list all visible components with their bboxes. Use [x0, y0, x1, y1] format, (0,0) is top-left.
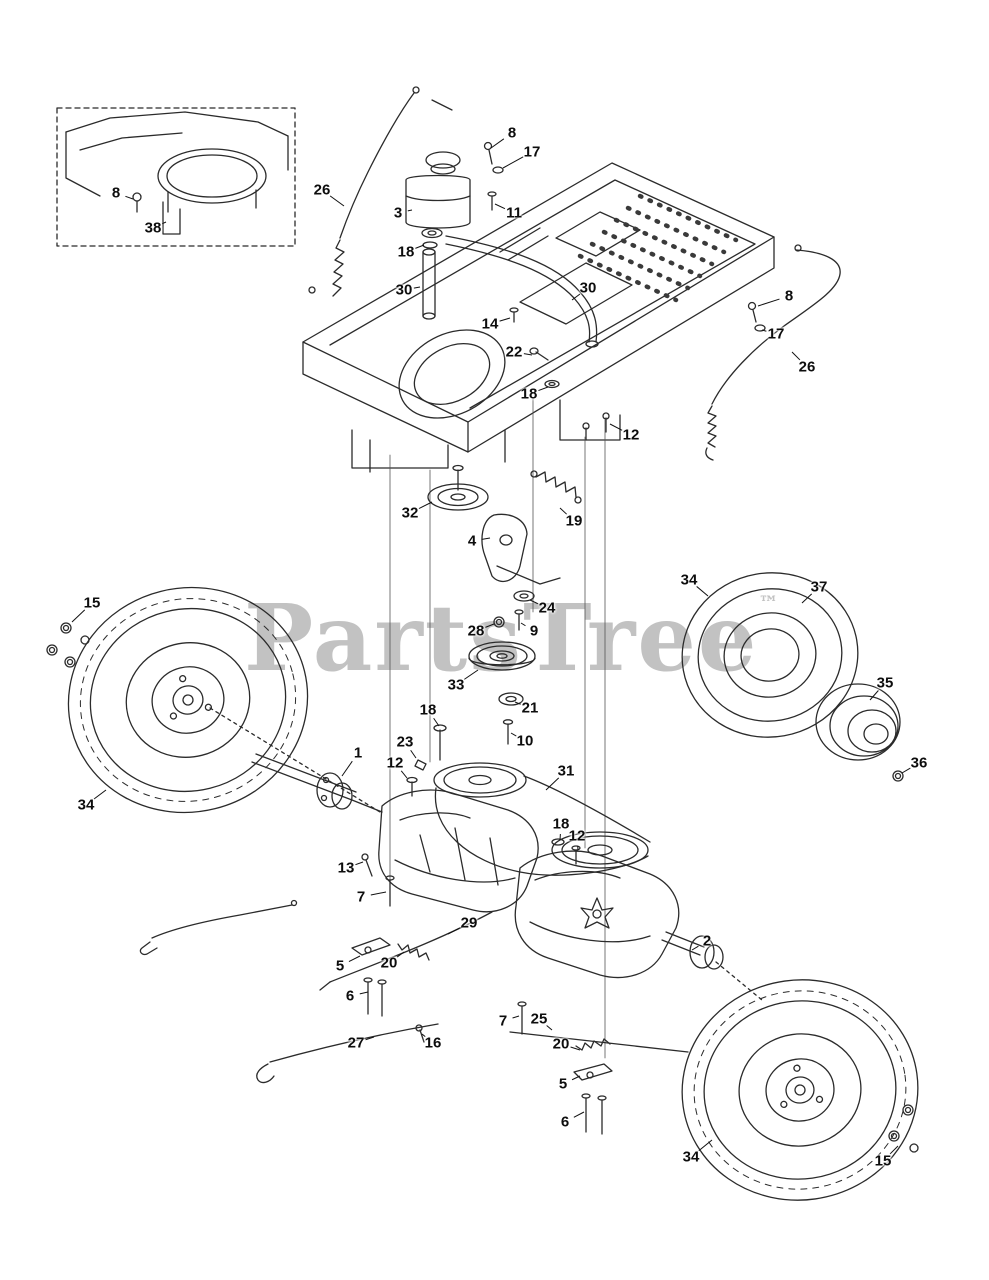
deck-frame: [302, 162, 775, 473]
deck-vent-holes: [577, 193, 739, 303]
idler-spring: [530, 470, 582, 504]
hardware-24-9-28: [493, 590, 535, 631]
watermark-text: PartsTree: [244, 584, 759, 692]
fuel-pipe: [422, 248, 436, 320]
axle-hub: [209, 707, 381, 813]
engine-pulley: [427, 464, 489, 511]
idler-pulley: [468, 641, 536, 745]
lug-nuts-left: [46, 622, 90, 668]
transaxle-left: [351, 762, 539, 913]
reference-lines: [389, 397, 606, 1059]
lug-nuts-right: [888, 1104, 919, 1153]
cable-right: [705, 244, 841, 461]
deck-hardware: [483, 141, 766, 441]
inset-detail-box: [56, 107, 296, 247]
spare-tire: [681, 572, 859, 738]
right-rear-wheel: [681, 979, 919, 1201]
trademark-symbol: ™: [758, 591, 779, 615]
idler-bracket: [481, 513, 561, 585]
control-rods: [139, 724, 689, 1135]
watermark: PartsTree™: [244, 584, 778, 692]
left-rear-wheel: [67, 586, 309, 814]
cable-left: [308, 86, 453, 297]
drive-belt: [434, 775, 651, 876]
transaxle-right: [514, 831, 763, 1001]
spare-rim: [815, 683, 904, 782]
fuel-tank: [405, 151, 471, 249]
